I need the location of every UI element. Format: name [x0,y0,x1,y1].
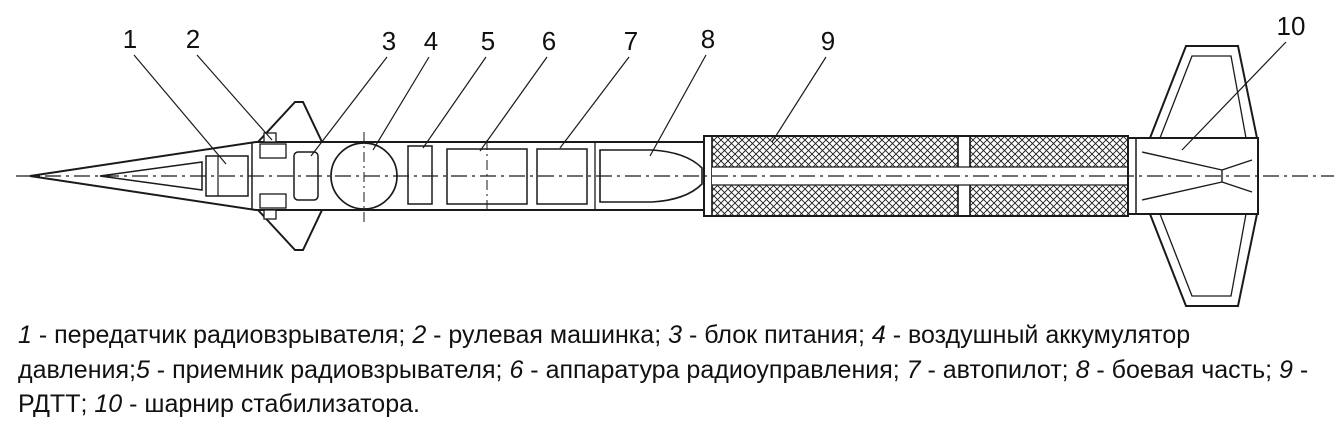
callout-5: 5 [422,26,495,149]
legend-item-7-number: 7 [906,355,921,384]
legend-item-10-text: - шарнир стабилизатора. [122,390,420,418]
tail-fin-bottom-inner-line [1159,213,1247,297]
legend-item-7: 7 - автопилот; [907,356,1076,384]
callout-2-leader [196,54,273,141]
tail-fin-top-inner-line [1159,55,1247,139]
callout-8-label: 8 [701,24,715,54]
missile-diagram: 1 2 3 4 5 6 7 8 9 10 [16,11,1334,307]
legend-item-8-number: 8 [1075,355,1090,384]
legend-item-3-text: - блок питания; [682,321,872,349]
nozzle-convergent-bottom [1141,181,1223,201]
callout-3-leader [310,56,388,157]
callout-10-label: 10 [1277,11,1306,41]
part-2-steering-gear [259,132,287,220]
callout-9: 9 [771,26,835,143]
callout-4: 4 [372,26,438,151]
callout-4-leader [372,56,430,151]
callout-1: 1 [123,24,227,165]
callout-7-label: 7 [624,26,638,56]
missile-cutaway-drawing: 1 2 3 4 5 6 7 8 9 10 [16,11,1334,307]
legend-item-1: 1 - передатчик радиовзрывателя; [18,321,412,349]
steering-box-bottom [259,193,287,209]
legend-item-2-number: 2 [412,321,427,349]
callout-7-leader [559,56,630,149]
callout-5-leader [422,56,487,149]
legend-item-4: 4 - воздушный аккумулятор давления; [18,321,1190,384]
callout-6-label: 6 [542,26,556,56]
part-5-receiver [407,145,433,205]
legend-item-1-text: - передатчик радиовзрывателя; [31,321,413,349]
callout-10: 10 [1181,11,1306,151]
legend-item-4-number: 4 [871,321,886,349]
nozzle-divergent-bottom [1221,181,1253,193]
callout-3: 3 [310,26,396,157]
legend-item-5-text: - приемник радиовзрывателя; [149,355,510,384]
callout-8: 8 [649,24,715,157]
callout-10-leader [1181,41,1287,151]
callout-3-label: 3 [382,26,396,56]
legend-item-9-text: - РДТТ; [18,355,1309,419]
legend-item-8-text: - боевая часть; [1089,355,1279,384]
legend-item-9-number: 9 [1279,355,1293,384]
callout-6-leader [479,56,548,152]
callout-2: 2 [186,24,273,141]
legend-item-3: 3 - блок питания; [668,321,872,349]
steering-box-top [259,143,287,159]
legend-item-10-number: 10 [94,390,123,418]
legend-item-6: 6 - аппаратура радиоуправления; [509,356,906,384]
legend-item-10: 10 - шарнир стабилизатора. [94,390,420,418]
legend-item-7-text: - автопилот; [920,355,1076,384]
nozzle-divergent-top [1221,159,1253,171]
legend-item-1-number: 1 [18,321,32,349]
legend-item-2: 2 - рулевая машинка; [412,321,668,349]
legend-item-3-number: 3 [668,321,682,349]
legend-item-2-text: - рулевая машинка; [426,321,669,349]
callout-9-leader [771,56,827,143]
legend-item-5-number: 5 [135,355,150,384]
legend: 1 - передатчик радиовзрывателя; 2 - руле… [0,312,1340,422]
part-8-warhead [599,149,703,203]
callout-2-label: 2 [186,24,200,54]
steering-tab-bottom [263,209,277,220]
callout-7: 7 [559,26,638,149]
legend-item-6-text: - аппаратура радиоуправления; [523,355,907,384]
legend-item-5: 5 - приемник радиовзрывателя; [136,356,510,384]
callout-8-leader [649,54,707,157]
callout-9-label: 9 [821,26,835,56]
legend-item-8: 8 - боевая часть; [1076,356,1279,384]
callout-1-leader [133,54,227,165]
legend-item-6-number: 6 [509,355,524,384]
nozzle-convergent-top [1141,151,1223,171]
legend-item-9: 9 - РДТТ; [18,356,1308,419]
callout-1-label: 1 [123,24,137,54]
legend-item-4-text: - воздушный аккумулятор давления; [18,321,1191,384]
callout-4-label: 4 [424,26,438,56]
callout-6: 6 [479,26,556,152]
callout-5-label: 5 [481,26,495,56]
